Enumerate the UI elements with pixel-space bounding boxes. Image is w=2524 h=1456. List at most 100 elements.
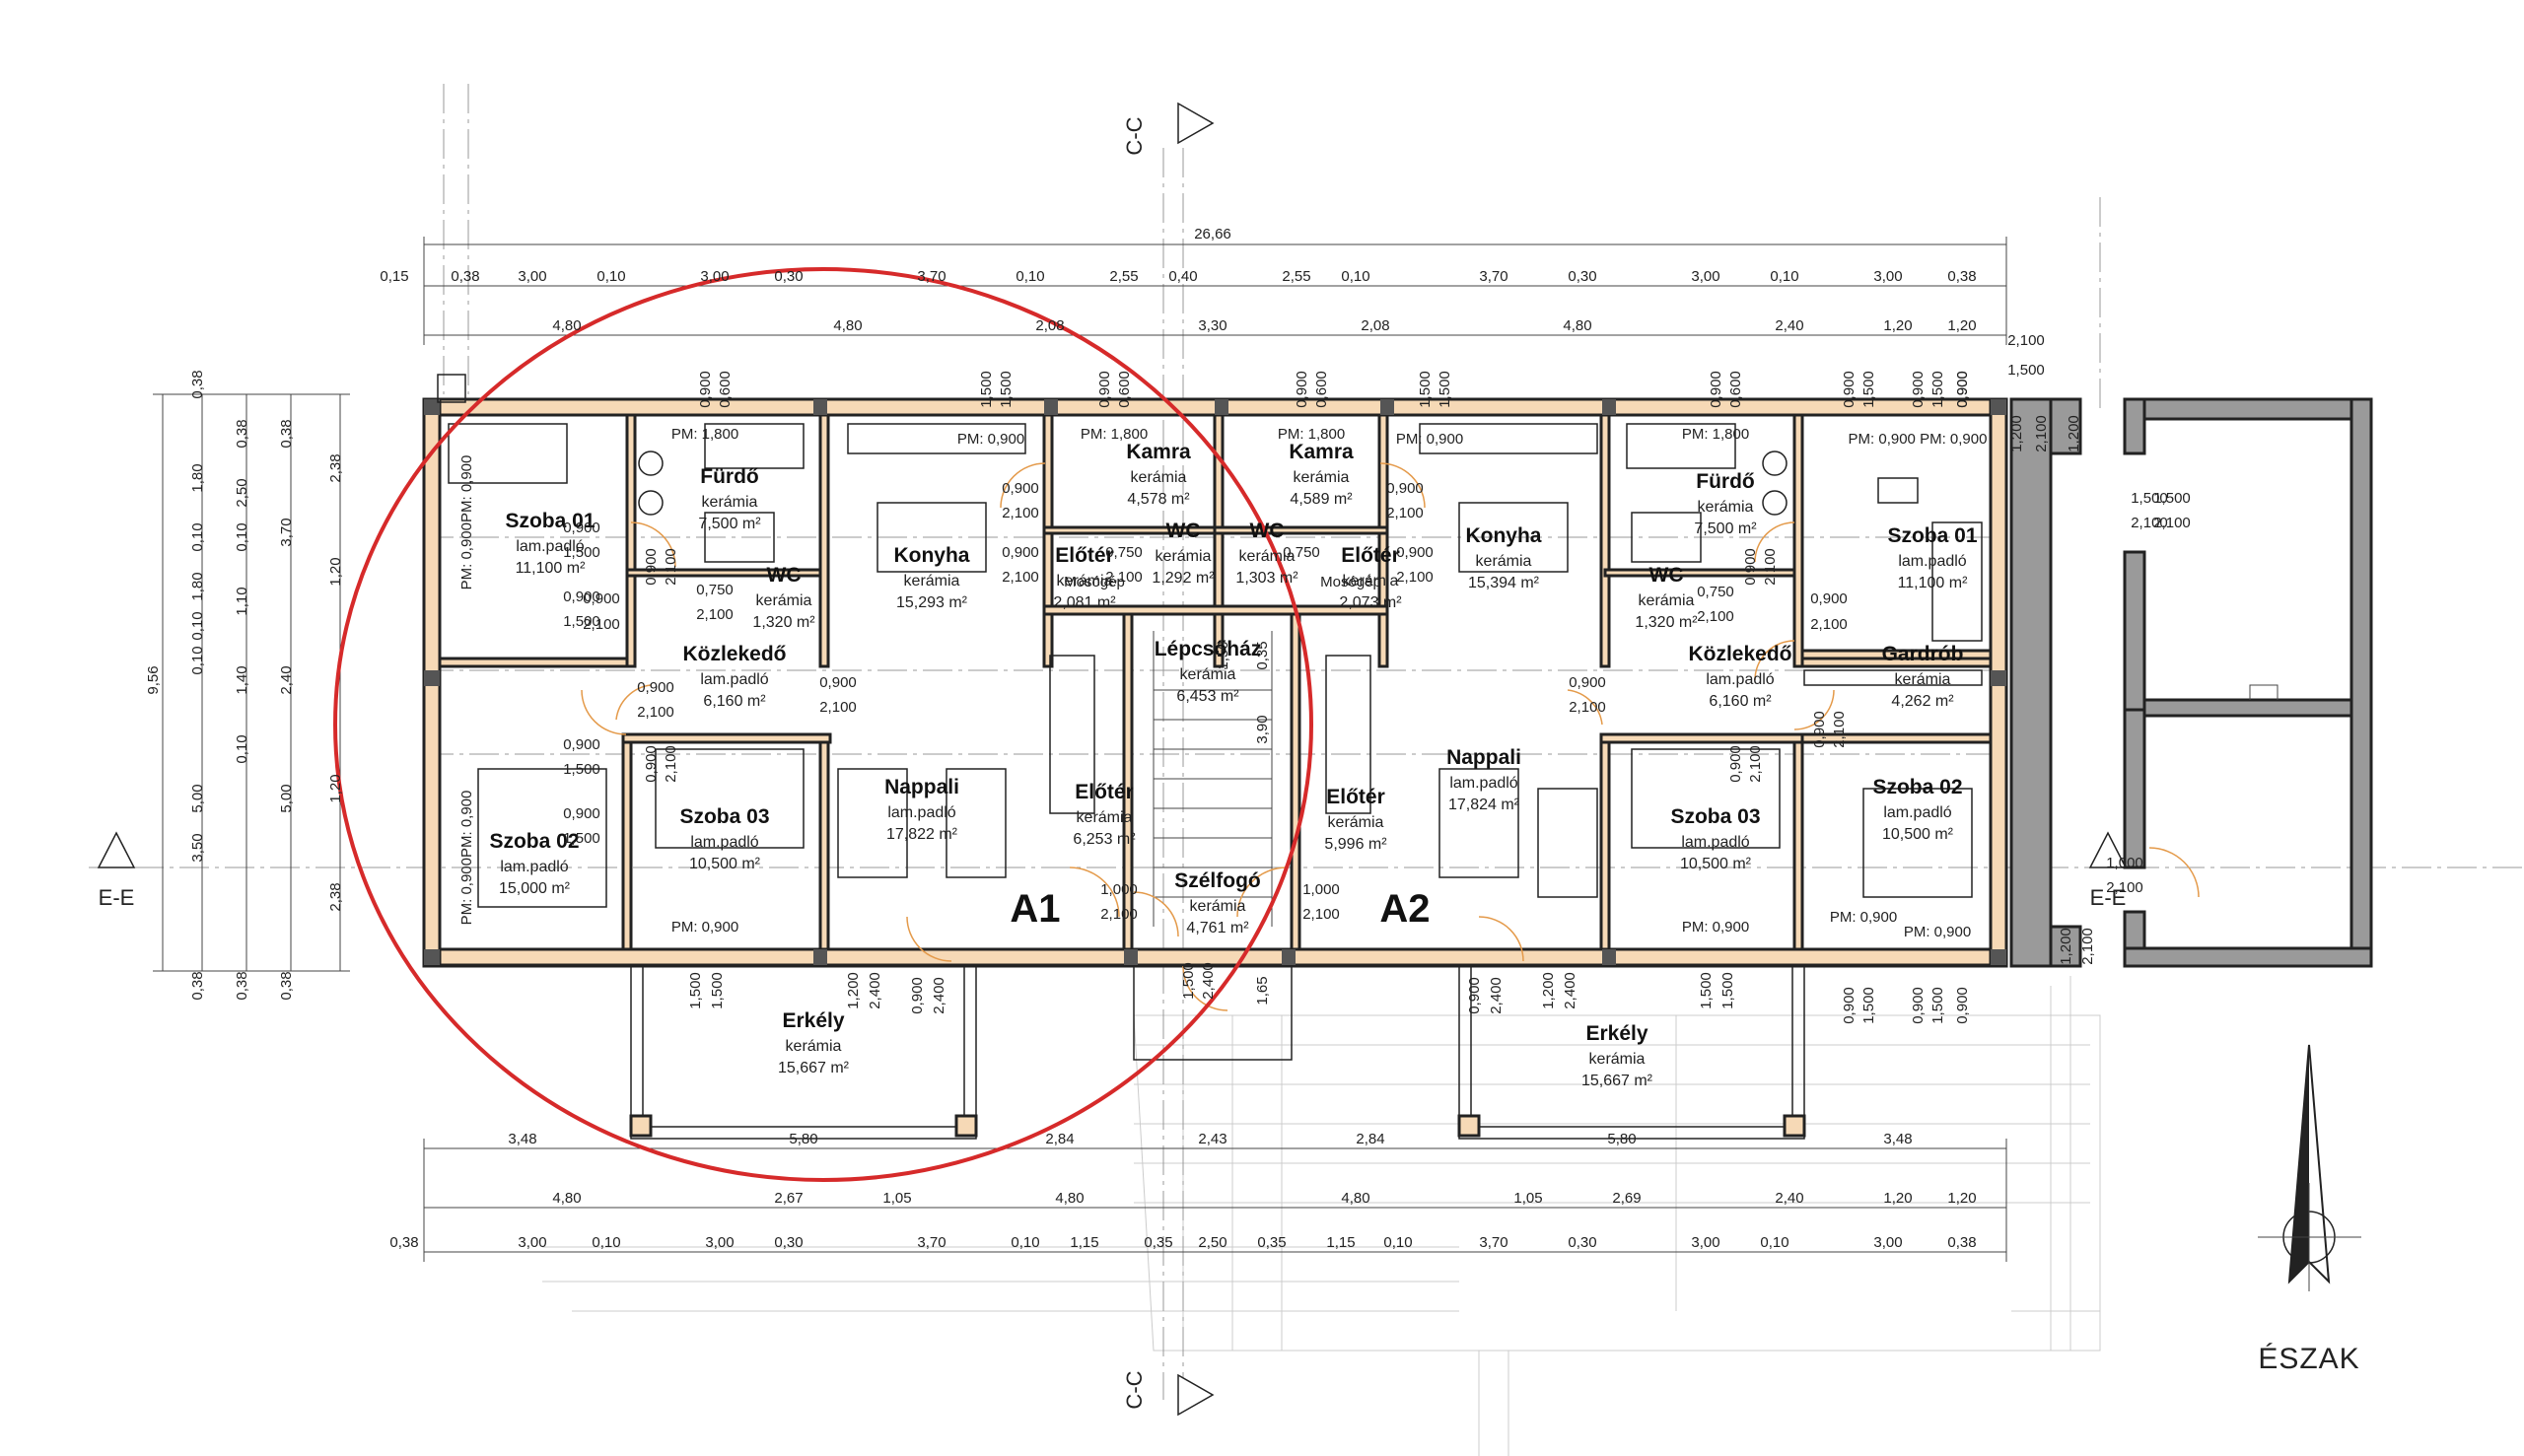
room-a2-kozlekedo-name: Közlekedő bbox=[1688, 643, 1791, 665]
door-dim-v-12: 0,900 bbox=[1841, 371, 1858, 408]
dim-left1-7: 3,50 bbox=[189, 833, 206, 862]
room-a1-eloter-name: Előtér bbox=[1075, 781, 1134, 803]
dim-bot3-11: 1,15 bbox=[1326, 1234, 1355, 1251]
dim-left1-8: 0,38 bbox=[189, 971, 206, 1000]
door-dim-34: 2,100 bbox=[1697, 608, 1734, 625]
room-a2-eloter-name: Előtér bbox=[1326, 786, 1385, 808]
door-dim-v-33: 2,400 bbox=[867, 972, 883, 1009]
door-dim-v-9: 1,500 bbox=[1437, 371, 1453, 408]
pm-label-9: PM: 0,900 bbox=[1830, 909, 1897, 926]
dim-left2-5: 0,10 bbox=[234, 734, 250, 763]
door-dim-42: 2,100 bbox=[2106, 879, 2143, 896]
door-dim-15: 0,900 bbox=[563, 736, 600, 753]
pm-label-1: PM: 0,900 bbox=[957, 431, 1024, 448]
pm-label-10: PM: 0,900 bbox=[1904, 924, 1971, 940]
room-a2-kozlekedo-area: 6,160 m² bbox=[1709, 693, 1772, 710]
dim-bot3-1: 3,00 bbox=[518, 1234, 546, 1251]
door-dim-7: 2,100 bbox=[1396, 569, 1434, 586]
room-a1-eloter-area: 6,253 m² bbox=[1073, 831, 1136, 848]
room-a1-erkely-material: kerámia bbox=[786, 1038, 842, 1055]
room-a1-kamra-name: Kamra bbox=[1126, 441, 1191, 463]
door-dim-5: 2,100 bbox=[1002, 569, 1039, 586]
door-dim-v-36: 0,900 bbox=[1466, 977, 1483, 1014]
dim-top2-6: 2,40 bbox=[1775, 317, 1803, 334]
dim-top1-5: 0,30 bbox=[774, 268, 803, 285]
door-dim-22: 2,100 bbox=[637, 704, 674, 721]
room-a1-erkely-name: Erkély bbox=[782, 1009, 844, 1032]
door-dim-0: 0,900 bbox=[1002, 480, 1039, 497]
door-dim-39: 1,500 bbox=[2131, 490, 2168, 507]
room-lepcsohaz-area: 6,453 m² bbox=[1176, 688, 1239, 705]
furniture bbox=[448, 423, 1983, 908]
door-dim-10: 0,750 bbox=[1283, 544, 1320, 561]
dim-bot2-9: 1,20 bbox=[1947, 1190, 1976, 1207]
door-dim-38: 2,100 bbox=[2007, 332, 2045, 349]
dim-top2-0: 4,80 bbox=[552, 317, 581, 334]
dim-bot3-7: 1,15 bbox=[1070, 1234, 1098, 1251]
door-dim-v-3: 1,500 bbox=[998, 371, 1015, 408]
dim-bot3-6: 0,10 bbox=[1011, 1234, 1039, 1251]
door-dim-8: 0,750 bbox=[1105, 544, 1143, 561]
stair-dim-165: 1,65 bbox=[1254, 976, 1271, 1005]
room-lepcsohaz-name: Lépcsőház bbox=[1155, 638, 1262, 660]
dim-bot1-1: 5,80 bbox=[789, 1131, 817, 1147]
dim-top1-13: 0,30 bbox=[1568, 268, 1596, 285]
room-a1-nappali-area: 17,822 m² bbox=[886, 826, 958, 843]
dim-left2-0: 0,38 bbox=[234, 419, 250, 448]
room-a1-furdo-name: Fürdő bbox=[700, 465, 758, 488]
dim-bot3-17: 3,00 bbox=[1873, 1234, 1902, 1251]
door-dim-v-41: 1,500 bbox=[1719, 972, 1736, 1009]
dim-left2-1: 2,50 bbox=[234, 478, 250, 507]
unit-a2-label: A2 bbox=[1379, 887, 1430, 931]
room-a2-szoba03-name: Szoba 03 bbox=[1670, 805, 1760, 828]
door-dim-40: 2,100 bbox=[2131, 515, 2168, 531]
dim-top1-9: 0,40 bbox=[1168, 268, 1197, 285]
overall-dimension: 26,66 bbox=[1194, 226, 1231, 243]
room-a2-szoba01-area: 11,100 m² bbox=[1898, 575, 1969, 591]
room-a2-szoba02-material: lam.padló bbox=[1883, 804, 1951, 821]
room-a2-gardrob-material: kerámia bbox=[1895, 671, 1951, 688]
stair-dim-390: 3,90 bbox=[1254, 715, 1271, 743]
dim-left4-3: 2,38 bbox=[327, 882, 344, 911]
door-dim-v-34: 0,900 bbox=[909, 977, 926, 1014]
room-a2-konyha-name: Konyha bbox=[1465, 524, 1541, 547]
door-dim-37: 1,500 bbox=[2007, 362, 2045, 379]
room-a2-wc-area: 1,320 m² bbox=[1635, 614, 1698, 631]
room-a2-eloter-small-material: kerámia bbox=[1343, 573, 1399, 589]
dim-top1-2: 3,00 bbox=[518, 268, 546, 285]
door-dim-v-10: 0,900 bbox=[1708, 371, 1724, 408]
dim-bot1-2: 2,84 bbox=[1045, 1131, 1074, 1147]
room-szelfogo-name: Szélfogó bbox=[1174, 869, 1261, 892]
room-a1-eloter-small-area: 2,081 m² bbox=[1053, 594, 1116, 611]
dim-bot1-3: 2,43 bbox=[1198, 1131, 1227, 1147]
room-a2-szoba01-name: Szoba 01 bbox=[1887, 524, 1977, 547]
door-dim-30: 2,100 bbox=[1302, 906, 1340, 923]
stair-dim-150: 1,50 bbox=[1215, 641, 1231, 669]
dim-bot3-18: 0,38 bbox=[1947, 1234, 1976, 1251]
door-dim-v-29: 2,100 bbox=[1831, 711, 1848, 748]
door-dim-v-31: 1,500 bbox=[709, 972, 726, 1009]
room-a1-kozlekedo-material: lam.padló bbox=[700, 671, 768, 688]
room-a1-szoba02-area: 15,000 m² bbox=[499, 880, 571, 897]
room-a2-kamra-name: Kamra bbox=[1289, 441, 1354, 463]
door-dim-9: 2,100 bbox=[1105, 569, 1143, 586]
door-dim-v-16: 0,900 bbox=[1954, 371, 1971, 408]
room-a1-furdo-material: kerámia bbox=[702, 494, 758, 511]
dim-bot3-9: 2,50 bbox=[1198, 1234, 1227, 1251]
room-szelfogo-material: kerámia bbox=[1190, 898, 1246, 915]
door-dim-14: 1,500 bbox=[563, 613, 600, 630]
section-ee-right: E-E bbox=[2090, 885, 2127, 910]
door-dim-v-48: 2,100 bbox=[2079, 928, 2096, 965]
door-dim-3: 2,100 bbox=[1386, 505, 1424, 521]
door-dim-v-46: 0,900 bbox=[1954, 987, 1971, 1024]
door-dim-v-37: 2,400 bbox=[1488, 977, 1505, 1014]
door-dim-v-40: 1,500 bbox=[1698, 972, 1715, 1009]
dim-top1-7: 0,10 bbox=[1016, 268, 1044, 285]
section-cc-top: C-C bbox=[1122, 116, 1147, 155]
pm-label-3: PM: 1,800 bbox=[1278, 426, 1345, 443]
room-a1-wc2-name: WC bbox=[1166, 520, 1201, 542]
room-a2-konyha-area: 15,394 m² bbox=[1468, 575, 1540, 591]
door-dim-18: 1,500 bbox=[563, 830, 600, 847]
dim-top1-17: 0,38 bbox=[1947, 268, 1976, 285]
